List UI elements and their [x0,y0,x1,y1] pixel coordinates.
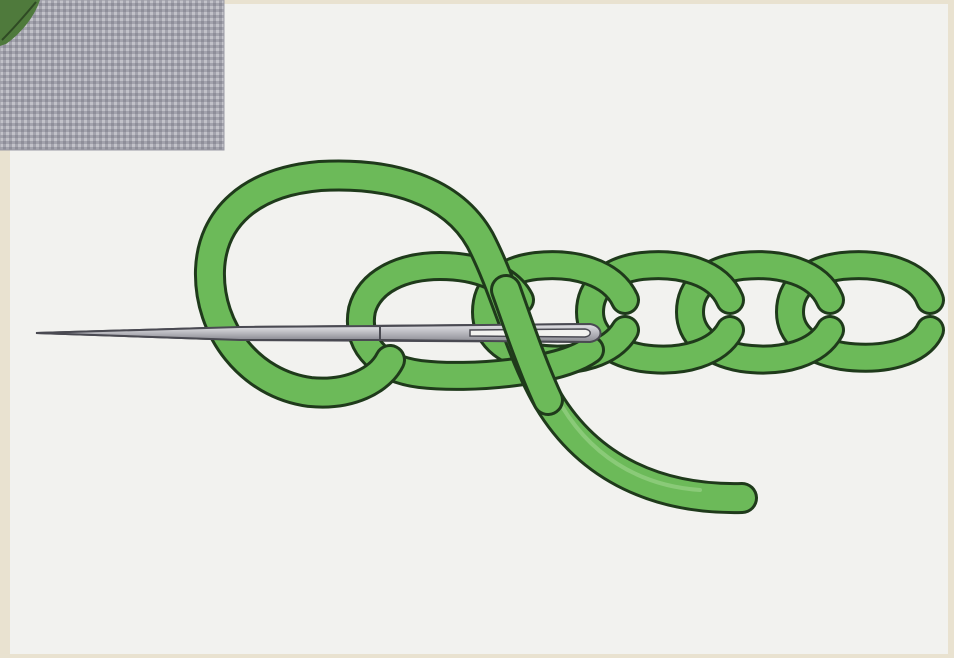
fabric-swatch [0,0,224,150]
